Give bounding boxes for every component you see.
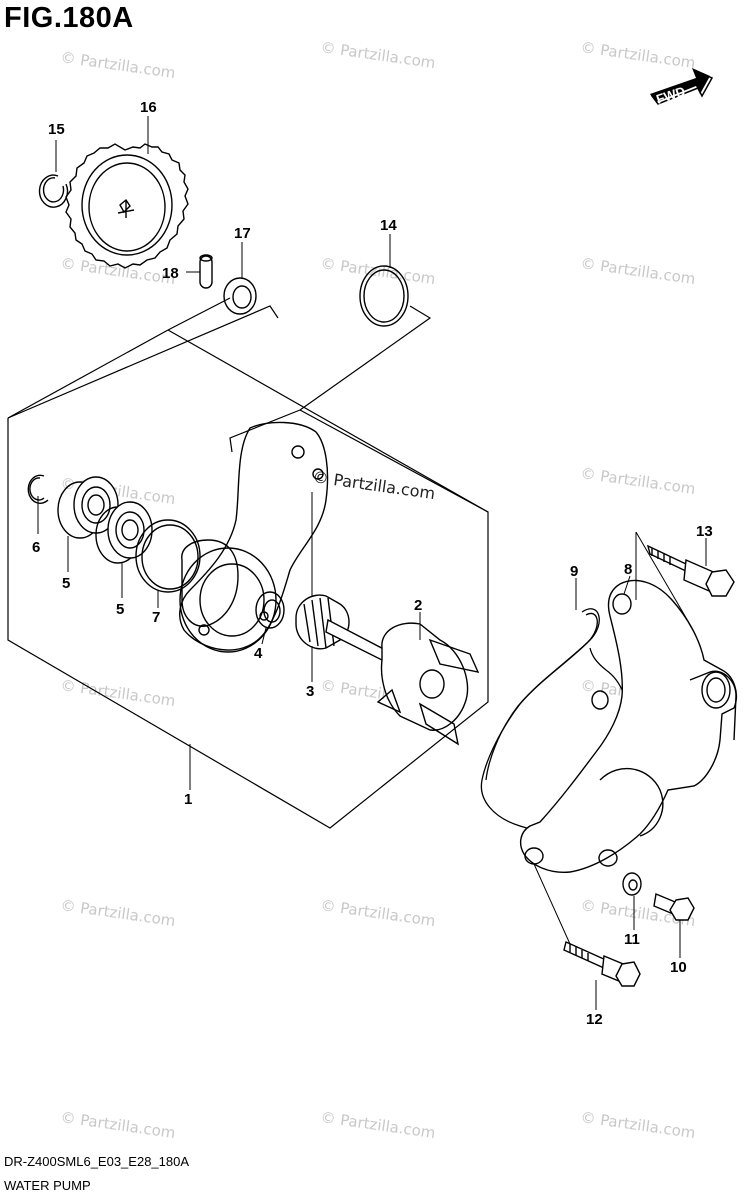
callout-17: 17 [234, 225, 251, 242]
drive-gear [65, 143, 189, 269]
callout-labels: 16 15 17 18 14 6 5 5 7 4 3 2 1 9 8 13 11… [32, 99, 713, 1028]
bolt-10 [653, 893, 695, 921]
watermark: © Partzilla.com [319, 38, 436, 72]
mechanical-seal-3 [295, 594, 350, 650]
callout-6: 6 [32, 539, 40, 556]
washer-17 [223, 277, 257, 315]
watermark: © Partzilla.com [579, 38, 696, 72]
callout-5-b: 5 [116, 601, 124, 618]
callout-4: 4 [254, 645, 263, 662]
watermark-layer: © Partzilla.com © Partzilla.com © Partzi… [59, 38, 696, 1142]
callout-18: 18 [162, 265, 179, 282]
callout-16: 16 [140, 99, 157, 116]
oil-seal-4 [255, 591, 285, 629]
watermark: © Partzilla.com [59, 896, 176, 930]
dowel-pin-18 [199, 254, 213, 289]
circlip-6 [27, 474, 49, 504]
fwd-label: FWD [654, 83, 687, 106]
circlip-15 [38, 174, 69, 208]
callout-2: 2 [414, 597, 422, 614]
bearing-5b [95, 501, 153, 564]
fwd-arrow-icon: FWD [650, 68, 714, 107]
pump-body [179, 421, 329, 653]
figure-title: FIG.180A [4, 2, 134, 34]
o-ring-14 [359, 265, 409, 327]
washer-11 [622, 872, 642, 896]
callout-11: 11 [624, 931, 640, 948]
o-ring-7 [135, 519, 201, 593]
assembly-outline [7, 297, 489, 829]
callout-10: 10 [670, 959, 687, 976]
callout-3: 3 [306, 683, 314, 700]
callout-14: 14 [380, 217, 397, 234]
callout-9: 9 [570, 563, 578, 580]
callout-7: 7 [152, 609, 160, 626]
callout-15: 15 [48, 121, 65, 138]
watermark: © Partzilla.com [579, 1108, 696, 1142]
watermark: © Partzilla.com [59, 676, 176, 710]
watermark: © Partzilla.com [319, 1108, 436, 1142]
bolt-13 [646, 544, 735, 597]
callout-8: 8 [624, 561, 632, 578]
diagram-name: WATER PUMP [4, 1178, 91, 1193]
watermark: © Partzilla.com [579, 254, 696, 288]
callout-12: 12 [586, 1011, 603, 1028]
impeller-shaft-2 [325, 618, 480, 746]
watermark: © Partzilla.com [319, 896, 436, 930]
pump-cover-8 [519, 579, 738, 873]
leader-lines [37, 116, 707, 1010]
watermark: © Partzilla.com [59, 254, 176, 288]
diagram-code: DR-Z400SML6_E03_E28_180A [4, 1154, 190, 1169]
bolt-12 [563, 941, 641, 987]
callout-1: 1 [184, 791, 192, 808]
callout-5-a: 5 [62, 575, 70, 592]
watermark: © Partzilla.com [59, 48, 176, 82]
callout-13: 13 [696, 523, 713, 540]
watermark: © Partzilla.com [59, 1108, 176, 1142]
watermark: © Partzilla.com [579, 464, 696, 498]
